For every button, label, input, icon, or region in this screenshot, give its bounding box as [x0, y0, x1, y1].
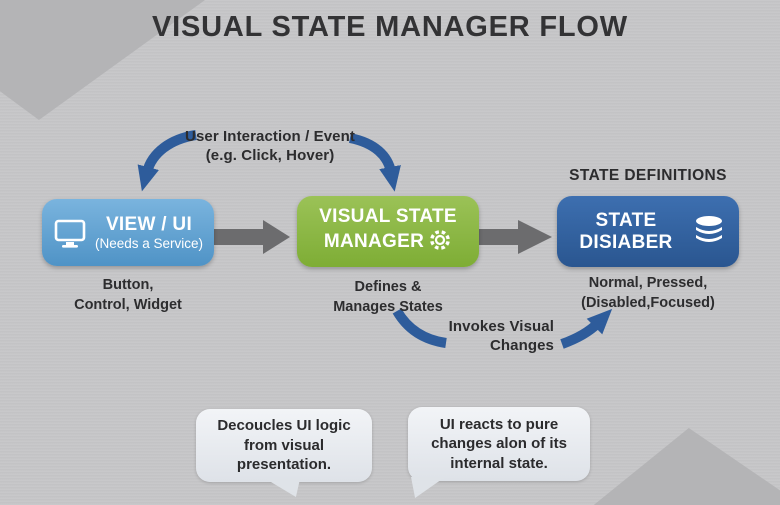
caption-visual-state-manager: Defines & Manages States	[297, 278, 479, 317]
page-title: VISUAL STATE MANAGER FLOW	[152, 11, 628, 43]
caption-view-ui-line1: Button,	[102, 277, 154, 293]
user-interaction-line2: (e.g. Click, Hover)	[205, 147, 335, 165]
invokes-arrow-to-state	[560, 308, 613, 349]
invokes-arrow-swoosh	[392, 308, 447, 348]
caption-view-ui: Button, Control, Widget	[42, 276, 214, 315]
invokes-line2: Changes	[489, 337, 554, 355]
user-interaction-line1: User Interaction / Event	[185, 128, 355, 145]
invokes-visual-changes-label: Invokes Visual Changes	[438, 317, 554, 355]
monitor-icon	[53, 217, 87, 249]
node-view-ui-title: VIEW / UI	[105, 213, 193, 235]
invokes-line1: Invokes Visual	[448, 318, 554, 335]
caption-state-disiaber: Normal, Pressed, (Disabled,Focused)	[557, 274, 739, 313]
event-arrow-to-manager	[348, 133, 401, 192]
gear-icon	[428, 228, 452, 257]
caption-vsm-line2: Manages States	[333, 298, 443, 315]
bubble-decouples-ui-text: Decoucles UI logic from visual presentat…	[217, 417, 351, 474]
node-state-disiaber: STATE DISIABER	[557, 196, 739, 267]
bubble-decouples-ui: Decoucles UI logic from visual presentat…	[196, 409, 372, 482]
caption-vsm-line1: Defines &	[354, 279, 422, 295]
node-state-disiaber-title: STATE DISIABER	[579, 210, 673, 253]
bubble-ui-reacts: UI reacts to pure changes alon of its in…	[408, 407, 590, 481]
bubble-ui-reacts-text: UI reacts to pure changes alon of its in…	[431, 415, 567, 472]
node-visual-state-manager: VISUAL STATE MANAGER	[297, 196, 479, 267]
caption-state-line1: Normal, Pressed,	[588, 275, 708, 291]
database-icon	[692, 215, 726, 249]
event-arrow-to-view	[137, 130, 197, 192]
flow-arrow-view-to-manager	[206, 220, 290, 254]
node-view-ui: VIEW / UI (Needs a Service)	[42, 199, 214, 266]
caption-state-line2: (Disabled,Focused)	[581, 294, 715, 311]
node-visual-state-manager-title: VISUAL STATE MANAGER	[319, 206, 457, 252]
user-interaction-label: User Interaction / Event (e.g. Click, Ho…	[150, 127, 390, 165]
node-view-ui-subtitle: (Needs a Service)	[94, 236, 204, 252]
caption-view-ui-line2: Control, Widget	[74, 296, 182, 313]
state-definitions-header: STATE DEFINITIONS	[569, 167, 727, 184]
flow-arrow-manager-to-state	[471, 220, 552, 254]
